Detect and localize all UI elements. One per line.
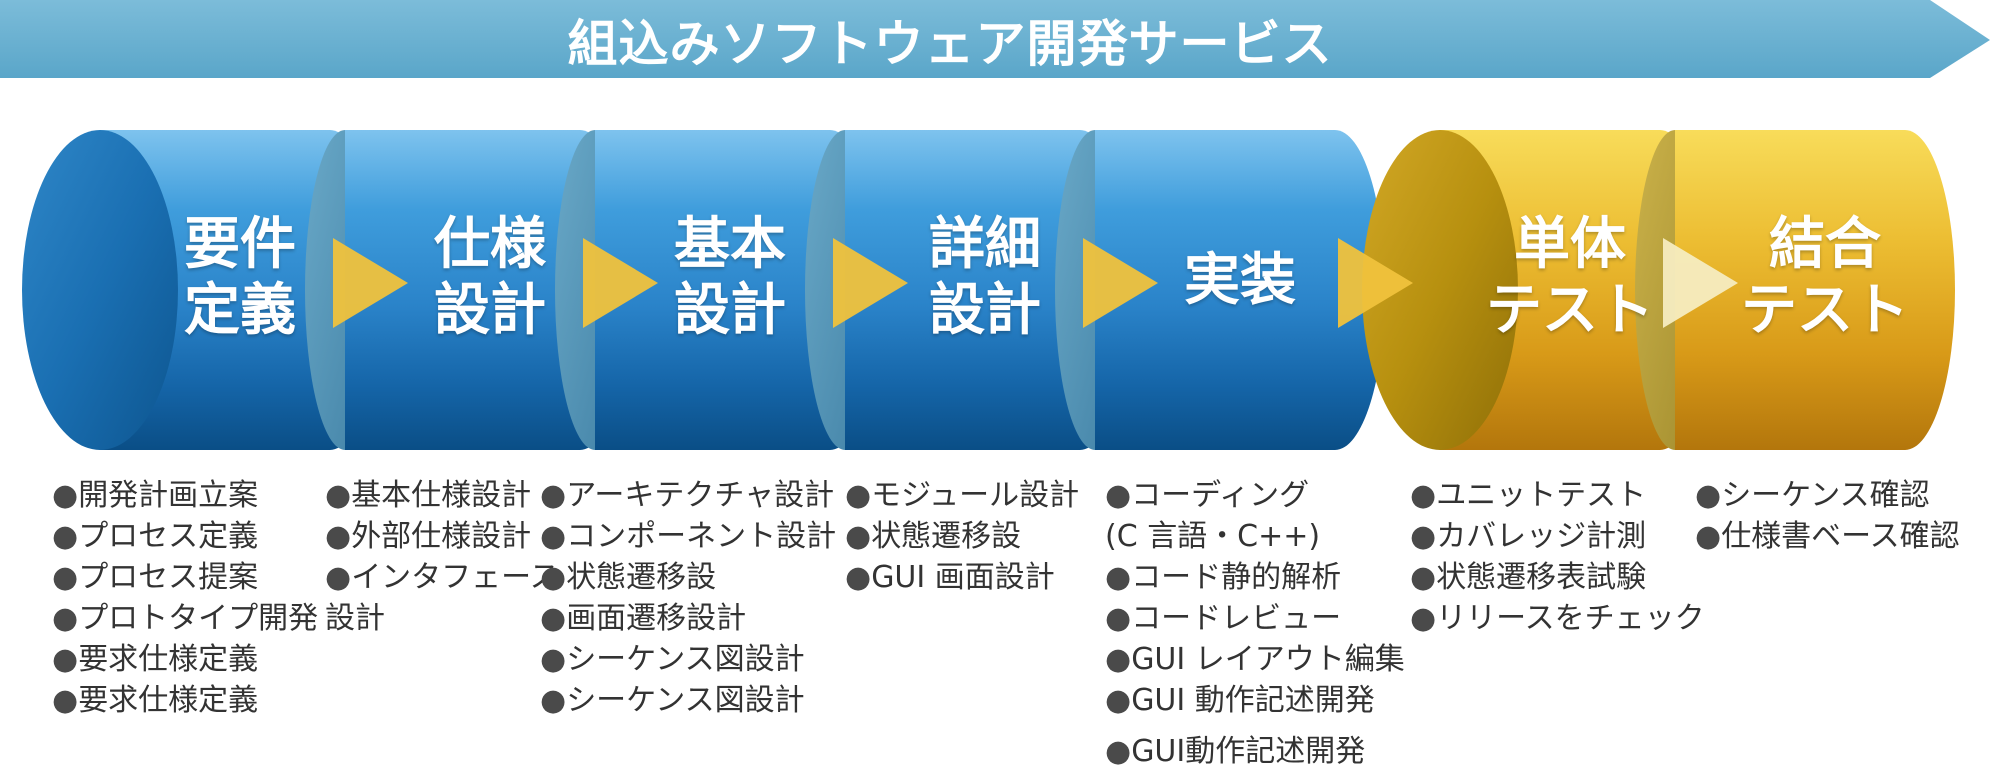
list-item: ●仕様書ベース確認 bbox=[1695, 519, 1960, 554]
list-item: ●リリースをチェック bbox=[1410, 601, 1705, 636]
stage-label-6: 単体 テスト bbox=[1470, 212, 1670, 344]
list-column-1: ●開発計画立案 ●プロセス定義 ●プロセス提案 ●プロトタイプ開発 ●要求仕様定… bbox=[52, 475, 318, 721]
list-item: ●シーケンス図設計 bbox=[540, 683, 805, 718]
stage-label-2-line2: 設計 bbox=[434, 278, 546, 344]
list-item: ●GUI動作記述開発 bbox=[1105, 734, 1366, 769]
list-item: ●コンポーネント設計 bbox=[540, 519, 837, 554]
stage-label-3-line2: 設計 bbox=[674, 278, 786, 344]
stage-label-6-line1: 単体 bbox=[1514, 212, 1626, 277]
list-item: ●プロトタイプ開発 bbox=[52, 601, 319, 636]
list-column-7: ●シーケンス確認 ●仕様書ベース確認 bbox=[1695, 475, 1960, 557]
list-item: ●コーディング bbox=[1105, 478, 1310, 513]
list-item: ●インタフェース bbox=[325, 560, 560, 595]
list-item: ●ユニットテスト bbox=[1410, 478, 1647, 513]
stage-label-2-line1: 仕様 bbox=[434, 212, 546, 277]
list-item: ●要求仕様定義 bbox=[52, 683, 259, 718]
list-item: ●プロセス提案 bbox=[52, 560, 259, 595]
flow-arrow-3 bbox=[833, 238, 908, 328]
flow-arrow-1 bbox=[333, 238, 408, 328]
list-item: ●画面遷移設計 bbox=[540, 601, 747, 636]
list-item: ●要求仕様定義 bbox=[52, 642, 259, 677]
stage-label-3: 基本 設計 bbox=[650, 212, 810, 344]
list-item: ●モジュール設計 bbox=[845, 478, 1080, 513]
list-item: ●コード静的解析 bbox=[1105, 560, 1342, 595]
stage-label-7-line1: 結合 bbox=[1769, 212, 1881, 277]
stage-cylinder-4 bbox=[805, 130, 1130, 450]
list-column-4: ●モジュール設計 ●状態遷移設 ●GUI 画面設計 bbox=[845, 475, 1079, 598]
list-item: ●シーケンス確認 bbox=[1695, 478, 1930, 513]
stage-label-4: 詳細 設計 bbox=[905, 212, 1065, 344]
stage-label-2: 仕様 設計 bbox=[410, 212, 570, 344]
stage-label-1-line2: 定義 bbox=[184, 278, 296, 344]
banner-arrow bbox=[0, 0, 1990, 78]
list-item: ●GUI レイアウト編集 bbox=[1105, 642, 1405, 677]
list-item: ●シーケンス図設計 bbox=[540, 642, 805, 677]
list-item: 設計 bbox=[325, 601, 385, 636]
list-item: ●コードレビュー bbox=[1105, 601, 1342, 636]
list-item: ●開発計画立案 bbox=[52, 478, 259, 513]
list-item: ●プロセス定義 bbox=[52, 519, 259, 554]
list-item: ●状態遷移設 bbox=[540, 560, 717, 595]
list-column-5: ●コーディング (C 言語・C++) ●コード静的解析 ●コードレビュー ●GU… bbox=[1105, 475, 1405, 772]
list-item: ●状態遷移設 bbox=[845, 519, 1022, 554]
list-column-3: ●アーキテクチャ設計 ●コンポーネント設計 ●状態遷移設 ●画面遷移設計 ●シー… bbox=[540, 475, 836, 721]
list-column-6: ●ユニットテスト ●カバレッジ計測 ●状態遷移表試験 ●リリースをチェック bbox=[1410, 475, 1705, 639]
stage-label-7: 結合 テスト bbox=[1725, 212, 1925, 344]
list-item: ●GUI 画面設計 bbox=[845, 560, 1055, 595]
list-item: ●状態遷移表試験 bbox=[1410, 560, 1647, 595]
list-item: ●基本仕様設計 bbox=[325, 478, 532, 513]
flow-arrow-4 bbox=[1083, 238, 1158, 328]
list-item: ●カバレッジ計測 bbox=[1410, 519, 1647, 554]
list-item: ●アーキテクチャ設計 bbox=[540, 478, 835, 513]
list-item: ●GUI 動作記述開発 bbox=[1105, 683, 1375, 718]
flow-arrow-2 bbox=[583, 238, 658, 328]
list-item: (C 言語・C++) bbox=[1105, 519, 1321, 554]
banner-title: 組込みソフトウェア開発サービス bbox=[567, 15, 1333, 73]
flow-arrow-5 bbox=[1338, 238, 1413, 328]
stage-label-4-line2: 設計 bbox=[929, 278, 1041, 344]
list-item: ●外部仕様設計 bbox=[325, 519, 532, 554]
list-column-2: ●基本仕様設計 ●外部仕様設計 ●インタフェース 設計 bbox=[325, 475, 560, 639]
stage-label-4-line1: 詳細 bbox=[929, 212, 1041, 277]
stage-label-5: 実装 bbox=[1160, 248, 1320, 314]
stage-label-5-line1: 実装 bbox=[1184, 248, 1296, 313]
flow-arrow-6 bbox=[1663, 238, 1738, 328]
stage-label-6-line2: テスト bbox=[1486, 278, 1654, 344]
stage-label-1-line1: 要件 bbox=[184, 212, 296, 277]
stage-label-1: 要件 定義 bbox=[160, 212, 320, 344]
stage-label-3-line1: 基本 bbox=[674, 212, 786, 277]
stage-label-7-line2: テスト bbox=[1741, 278, 1909, 344]
